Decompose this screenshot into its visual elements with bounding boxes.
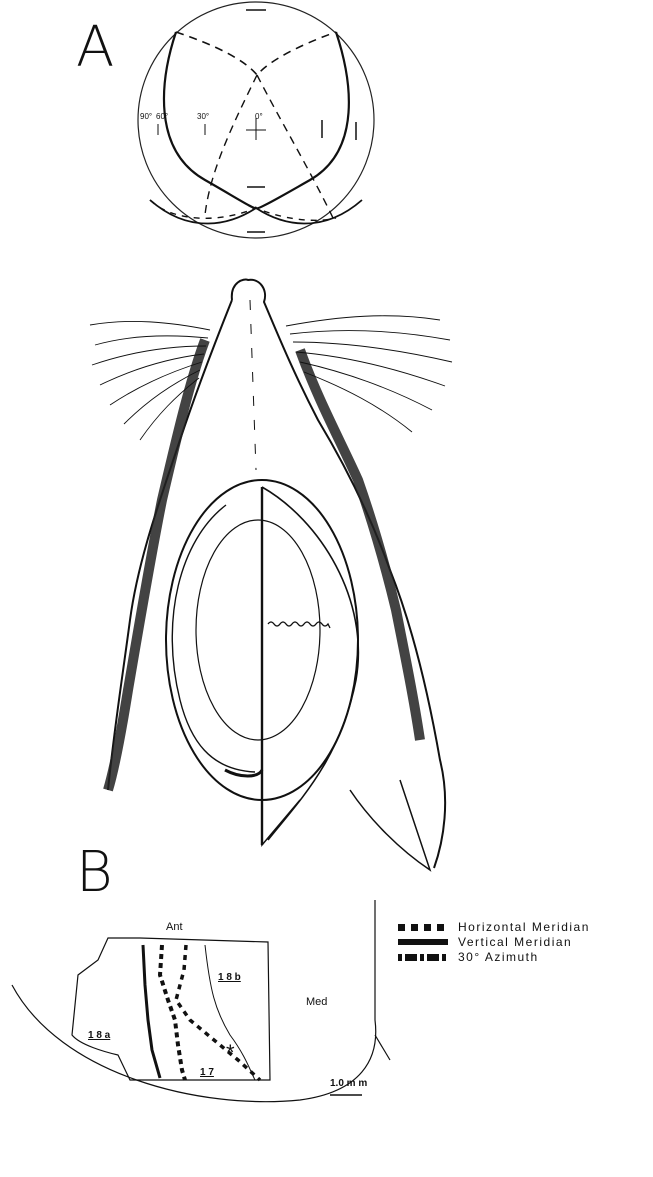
scale-bar-label: 1.0 m m (330, 1078, 367, 1089)
horizontal-meridian-line (160, 945, 185, 1080)
tick-label-60: 60° (156, 112, 168, 121)
legend-swatch-dotted (398, 924, 448, 931)
cortex-map: Ant Med 1 8 b 1 8 a 1 7 * 1.0 m m (12, 900, 390, 1102)
tick-label-30: 30° (197, 112, 209, 121)
legend-item-vertical: Vertical Meridian (398, 935, 572, 949)
azimuth-30-line (176, 945, 260, 1080)
snout-midline (250, 300, 256, 470)
vertical-meridian-line (143, 945, 160, 1078)
exposed-area-inner (196, 520, 320, 740)
field-dashed-top (176, 32, 336, 75)
legend-label: 30° Azimuth (458, 950, 539, 964)
lower-flap (262, 800, 300, 845)
tick-label-0: 0° (255, 112, 263, 121)
area-17-label: 1 7 (200, 1067, 214, 1078)
skin-flap-right (262, 487, 358, 840)
field-dashed-right (257, 75, 334, 220)
legend-swatch-solid (398, 939, 448, 945)
visual-field-map: 90° 60° 30° 0° (138, 2, 374, 238)
recording-site-marker: * (226, 1040, 235, 1065)
wavy-horizontal-line (268, 622, 330, 628)
legend-label: Horizontal Meridian (458, 920, 590, 934)
medial-label: Med (306, 996, 327, 1008)
area-18b-label: 1 8 b (218, 972, 241, 983)
fur-band-right (300, 350, 420, 740)
area-18a-label: 1 8 a (88, 1030, 111, 1041)
anterior-label: Ant (166, 921, 183, 933)
animal-head-drawing (90, 280, 452, 870)
legend-item-azimuth: 30° Azimuth (398, 950, 539, 964)
legend-item-horizontal: Horizontal Meridian (398, 920, 590, 934)
head-outline-right (232, 280, 445, 868)
tick-label-90: 90° (140, 112, 152, 121)
legend-swatch-dashdot (398, 954, 448, 961)
ear-flap-right (350, 780, 430, 870)
hemisphere-notch (375, 1035, 390, 1060)
legend-label: Vertical Meridian (458, 935, 572, 949)
